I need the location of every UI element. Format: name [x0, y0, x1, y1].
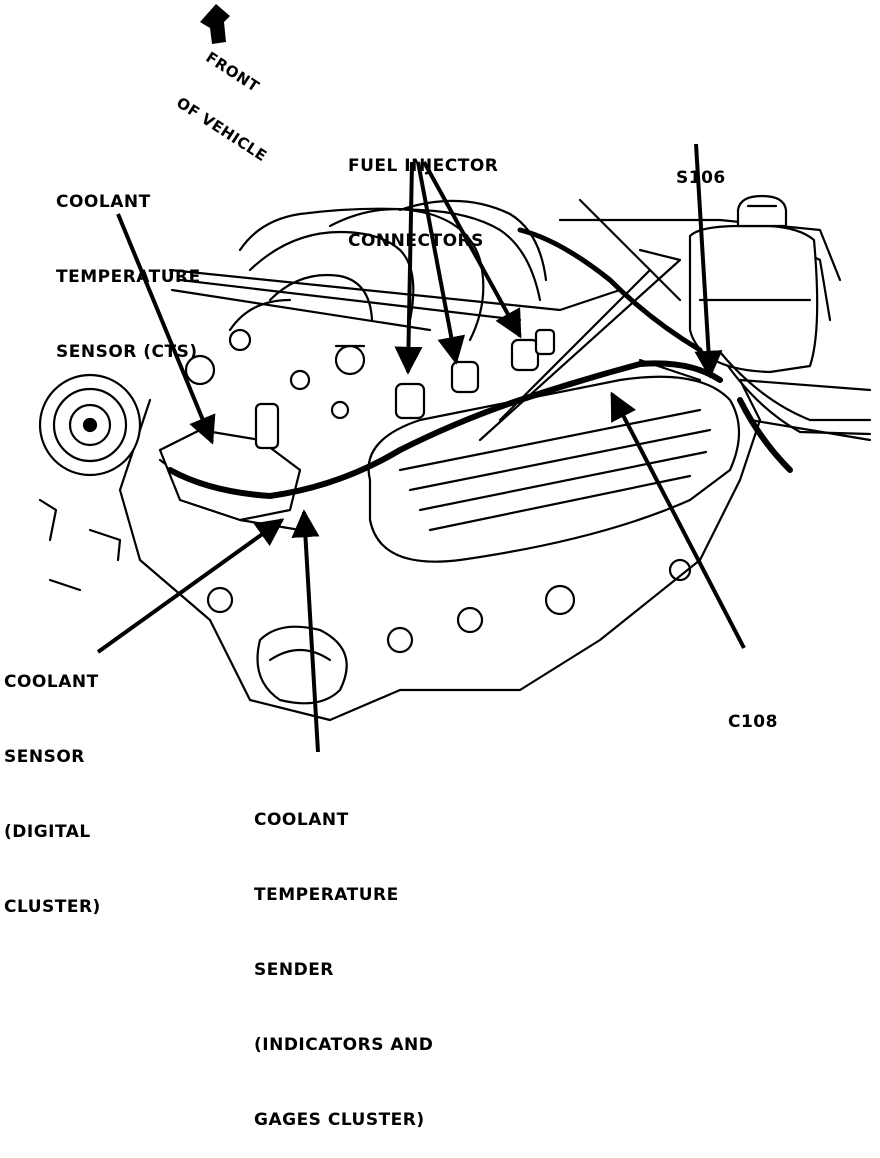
arrow-up-left-icon [200, 4, 230, 44]
leader-lines [96, 143, 746, 753]
label-line: S106 [676, 168, 726, 188]
coolant-temperature-sensor-label: COOLANT TEMPERATURE SENSOR (CTS) [56, 140, 201, 390]
engine-drawing [38, 194, 872, 722]
coolant-sensor-digital-label: COOLANT SENSOR (DIGITAL CLUSTER) [4, 620, 101, 945]
leader-coolant-sender [291, 509, 320, 753]
label-line: COOLANT [254, 810, 349, 830]
coolant-temperature-sender-label: COOLANT TEMPERATURE SENDER (INDICATORS A… [254, 758, 433, 1158]
engine-diagram [38, 4, 872, 753]
label-line: CONNECTORS [348, 231, 484, 251]
label-line: GAGES CLUSTER) [254, 1110, 425, 1130]
label-line: FUEL INJECTOR [348, 156, 499, 176]
label-line: SENSOR (CTS) [56, 342, 198, 362]
label-line: (INDICATORS AND [254, 1035, 434, 1055]
label-line: TEMPERATURE [56, 267, 201, 287]
label-line: (DIGITAL [4, 822, 91, 842]
label-line: SENSOR [4, 747, 85, 767]
leader-c108 [610, 391, 746, 649]
fuel-injector-connectors-label: FUEL INJECTOR CONNECTORS [348, 104, 498, 279]
label-line: COOLANT [4, 672, 99, 692]
leader-fuel-injector-1 [394, 161, 423, 375]
label-line: CLUSTER) [4, 897, 101, 917]
label-line: FRONT [202, 48, 263, 96]
leader-cts [116, 213, 216, 445]
leader-s106 [694, 143, 723, 379]
c108-label: C108 [728, 660, 778, 760]
label-line: COOLANT [56, 192, 151, 212]
label-line: C108 [728, 712, 778, 732]
leader-fuel-injector-3 [422, 161, 522, 339]
leader-fuel-injector-2 [416, 161, 466, 365]
leader-coolant-sensor-digital [96, 518, 285, 654]
label-line: SENDER [254, 960, 334, 980]
s106-label: S106 [676, 116, 726, 216]
label-line: TEMPERATURE [254, 885, 399, 905]
